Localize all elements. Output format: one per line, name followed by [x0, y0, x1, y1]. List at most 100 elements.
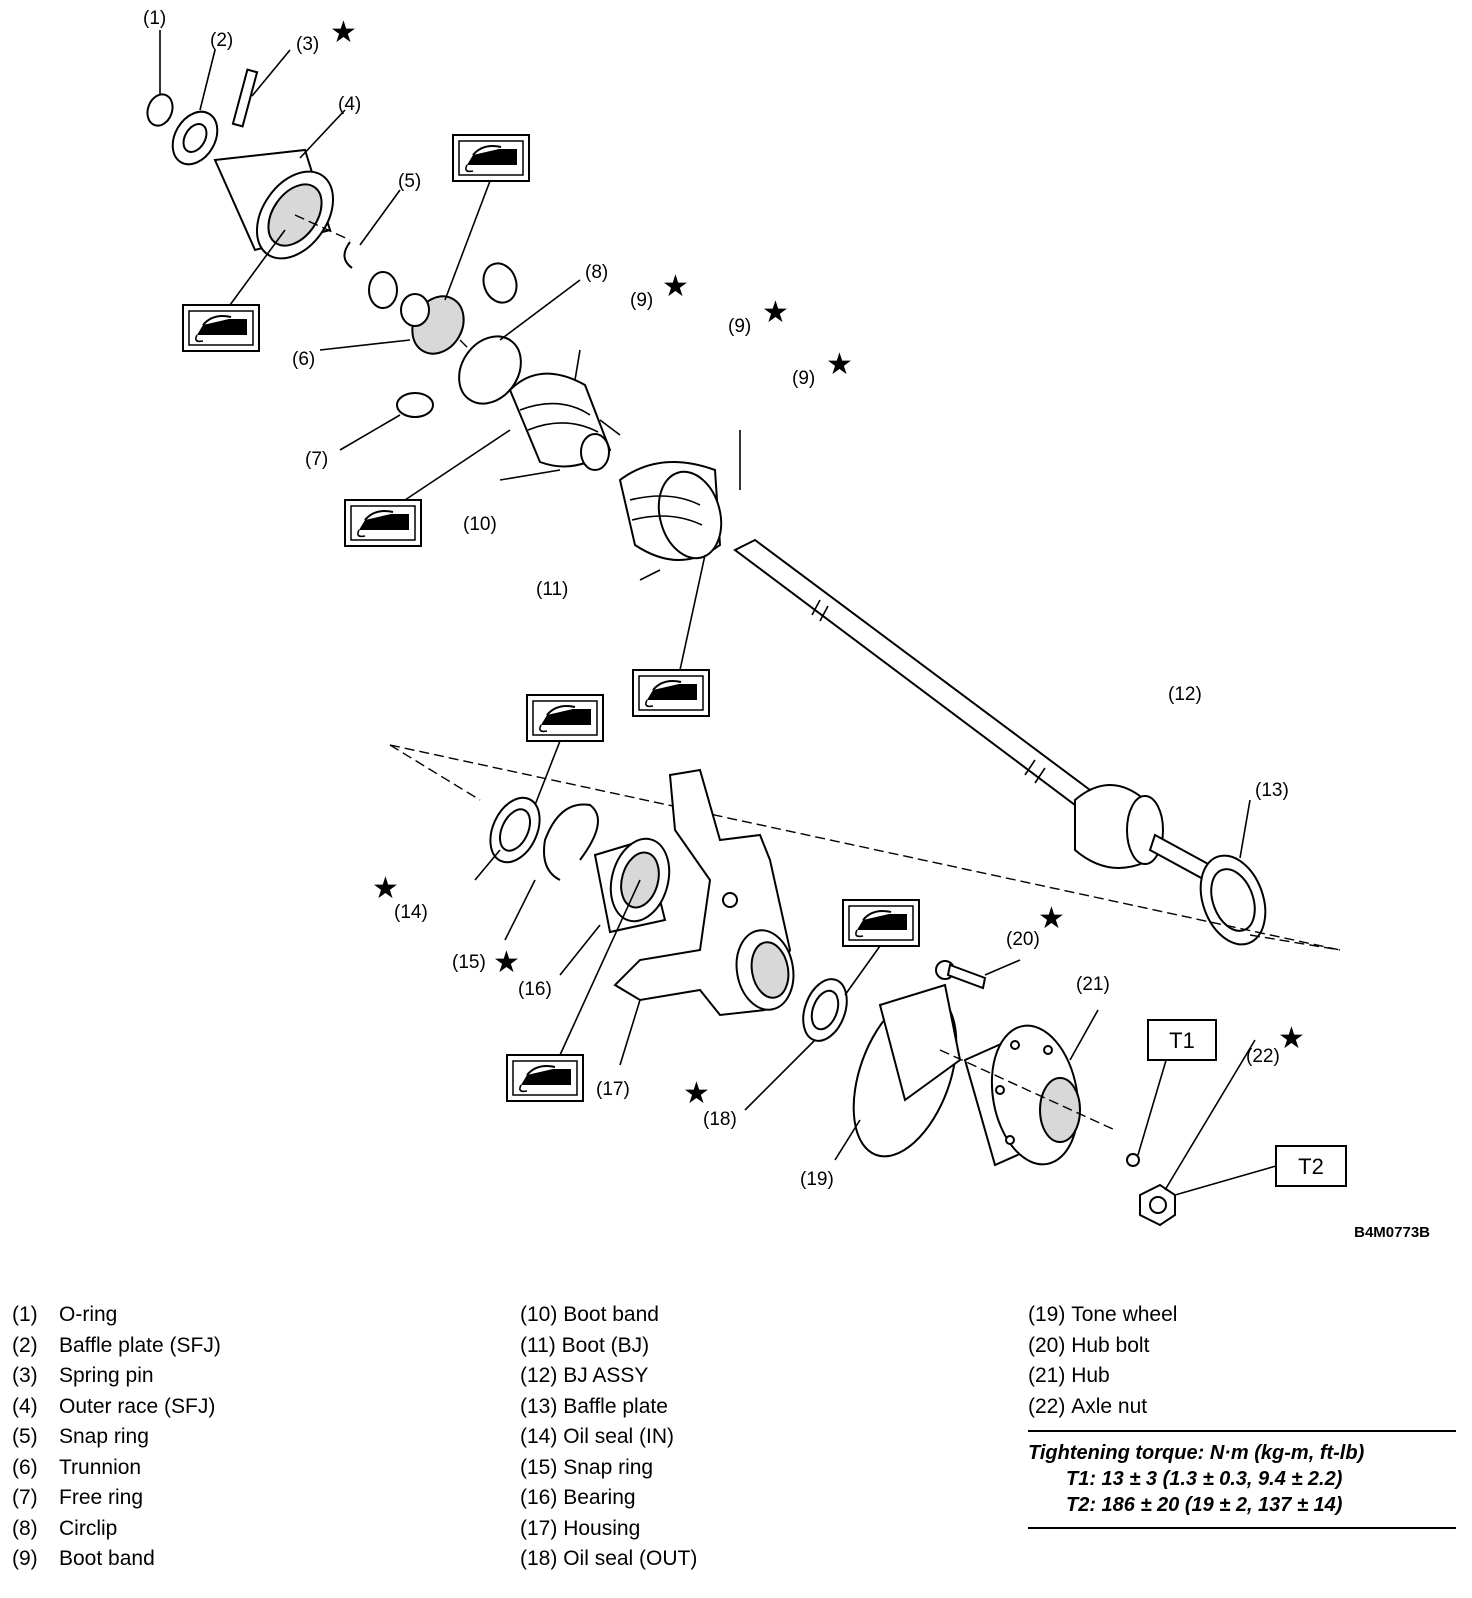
grease-icon	[452, 134, 530, 182]
grease-pointer	[444, 180, 491, 301]
callout-12: (12)	[1168, 684, 1202, 705]
legend-item: (9)Boot band	[12, 1547, 155, 1570]
legend-item: (11) Boot (BJ)	[520, 1333, 650, 1357]
axis-line	[1249, 934, 1341, 951]
callout-17: (17)	[596, 1079, 630, 1100]
baffle-plate-part	[1199, 799, 1267, 946]
legend-item: (1)O-ring	[12, 1303, 118, 1326]
legend-item: (15) Snap ring	[520, 1455, 654, 1479]
grease-pointer	[679, 554, 706, 671]
star-icon: ★	[493, 945, 520, 980]
torque-box-t1-label: T1	[1169, 1028, 1195, 1053]
callout-14: (14)	[394, 902, 428, 923]
legend-item: (21) Hub	[1028, 1364, 1110, 1387]
callout-19: (19)	[800, 1169, 834, 1190]
grease-pointer	[404, 429, 511, 501]
trunnion-part	[319, 262, 518, 381]
boot-bj-part	[618, 430, 741, 581]
callout-9a: (9)	[630, 290, 653, 311]
callout-1: (1)	[143, 8, 166, 29]
star-icon: ★	[662, 269, 689, 304]
callout-21: (21)	[1076, 974, 1110, 995]
callout-7: (7)	[305, 449, 328, 470]
legend-item: (19) Tone wheel	[1028, 1303, 1178, 1326]
star-icon: ★	[683, 1076, 710, 1111]
legend-item: (18) Oil seal (OUT)	[520, 1547, 698, 1570]
outer-race-sfj-part	[213, 109, 351, 260]
hub-bolt-part	[935, 959, 1021, 990]
callout-9c: (9)	[792, 368, 815, 389]
bj-assy-part	[733, 538, 1212, 882]
axis-line	[389, 744, 1341, 951]
callout-13: (13)	[1255, 780, 1289, 801]
legend-item: (22) Axle nut	[1028, 1394, 1148, 1418]
grease-icon	[344, 499, 422, 547]
legend-item: (14) Oil seal (IN)	[520, 1425, 675, 1448]
callout-4: (4)	[338, 94, 361, 115]
snap-ring-part	[343, 189, 401, 269]
legend-column-2: (10) Boot band (11) Boot (BJ) (12) BJ AS…	[520, 1300, 697, 1575]
torque-box-t1: T1	[1147, 1019, 1217, 1061]
star-icon: ★	[1038, 901, 1065, 936]
tone-wheel-part	[834, 983, 962, 1161]
torque-title: Tightening torque: N·m (kg-m, ft-lb)	[1028, 1442, 1365, 1464]
grease-icon	[182, 304, 260, 352]
oil-seal-in-part	[474, 796, 541, 881]
baffle-plate-sfj-part	[171, 49, 219, 166]
torque-t2: T2: 186 ± 20 (19 ± 2, 137 ± 14)	[1066, 1494, 1343, 1516]
legend-item: (16) Bearing	[520, 1486, 636, 1509]
callout-2: (2)	[210, 30, 233, 51]
callout-11: (11)	[536, 579, 568, 600]
callout-22: (22)	[1246, 1046, 1280, 1067]
star-icon: ★	[826, 347, 853, 382]
torque-box-t2-label: T2	[1298, 1154, 1324, 1179]
legend-item: (12) BJ ASSY	[520, 1364, 649, 1387]
legend-item: (17) Housing	[520, 1516, 641, 1540]
legend-column-3: (19) Tone wheel (20) Hub bolt (21) Hub (…	[1028, 1300, 1177, 1422]
housing-part	[613, 768, 795, 1066]
callout-3: (3)	[296, 34, 319, 55]
grease-pointer	[229, 229, 286, 306]
grease-icon	[842, 899, 920, 947]
callout-18: (18)	[703, 1109, 737, 1130]
torque-box-t2: T2	[1275, 1145, 1347, 1187]
star-icon: ★	[762, 295, 789, 330]
grease-pointer	[559, 879, 641, 1056]
free-ring-part	[339, 392, 434, 451]
star-icon: ★	[330, 15, 357, 50]
star-icon: ★	[372, 871, 399, 906]
torque-t1: T1: 13 ± 3 (1.3 ± 0.3, 9.4 ± 2.2)	[1066, 1468, 1343, 1490]
callout-16: (16)	[518, 979, 552, 1000]
grease-pointer	[844, 945, 881, 996]
callout-6: (6)	[292, 349, 315, 370]
legend-item: (8)Circlip	[12, 1516, 118, 1540]
legend-item: (3)Spring pin	[12, 1364, 154, 1387]
legend-item: (5)Snap ring	[12, 1425, 149, 1448]
legend-item: (6)Trunnion	[12, 1455, 142, 1479]
star-icon: ★	[1278, 1021, 1305, 1056]
grease-icon	[506, 1054, 584, 1102]
boot-band-part	[499, 469, 561, 481]
legend-item: (2)Baffle plate (SFJ)	[12, 1333, 221, 1357]
legend-column-1: (1)O-ring (2)Baffle plate (SFJ) (3)Sprin…	[12, 1300, 221, 1575]
legend-item: (4)Outer race (SFJ)	[12, 1394, 216, 1418]
axis-line	[389, 744, 481, 801]
legend-item: (10) Boot band	[520, 1303, 659, 1326]
callout-20: (20)	[1006, 929, 1040, 950]
callout-15: (15)	[452, 952, 486, 973]
o-ring-part	[146, 30, 174, 127]
callout-8: (8)	[585, 262, 608, 283]
grease-icon	[526, 694, 604, 742]
grease-icon	[632, 669, 710, 717]
tightening-torque-box: Tightening torque: N·m (kg-m, ft-lb) T1:…	[1028, 1430, 1456, 1529]
parts-legend: (1)O-ring (2)Baffle plate (SFJ) (3)Sprin…	[0, 1300, 1472, 1598]
callout-9b: (9)	[728, 316, 751, 337]
legend-item: (20) Hub bolt	[1028, 1333, 1150, 1357]
legend-item: (13) Baffle plate	[520, 1394, 668, 1418]
callout-5: (5)	[398, 171, 421, 192]
snap-ring-lower-part	[504, 803, 599, 941]
exploded-axle-diagram: T1 T2 (1) (2) (3) (4) (5) (6) (7) (8) (9…	[143, 8, 1430, 1241]
figure-code: B4M0773B	[1354, 1224, 1430, 1241]
hub-part	[939, 1009, 1116, 1167]
inner-boot-part	[508, 349, 621, 471]
